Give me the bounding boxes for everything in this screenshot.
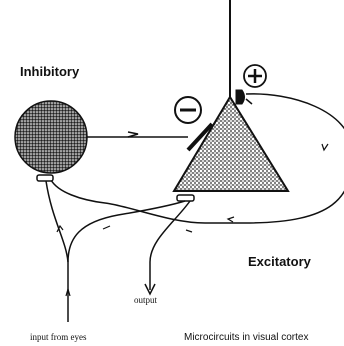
diagonal-arrow-icon	[103, 226, 110, 229]
input-branch-to-inhibitory	[46, 181, 68, 262]
caption: Microcircuits in visual cortex	[184, 332, 308, 343]
plus-symbol-icon	[244, 65, 266, 87]
inhibitory-label: Inhibitory	[20, 64, 80, 79]
inhibitory-neuron	[15, 101, 87, 173]
output-mid-arrow-icon	[186, 230, 192, 232]
inhibitory-input-synapse	[37, 175, 53, 181]
output-label: output	[134, 295, 158, 305]
minus-symbol-icon	[175, 97, 201, 123]
output-axon	[150, 201, 190, 290]
loop-arrow-icon	[228, 217, 234, 222]
excitatory-label: Excitatory	[248, 254, 312, 269]
input-fiber	[68, 201, 185, 322]
input-label: input from eyes	[30, 332, 87, 342]
pyramidal-input-synapse	[177, 195, 194, 201]
recurrent-arrow-icon	[322, 144, 328, 150]
excitatory-synapse	[236, 90, 245, 104]
